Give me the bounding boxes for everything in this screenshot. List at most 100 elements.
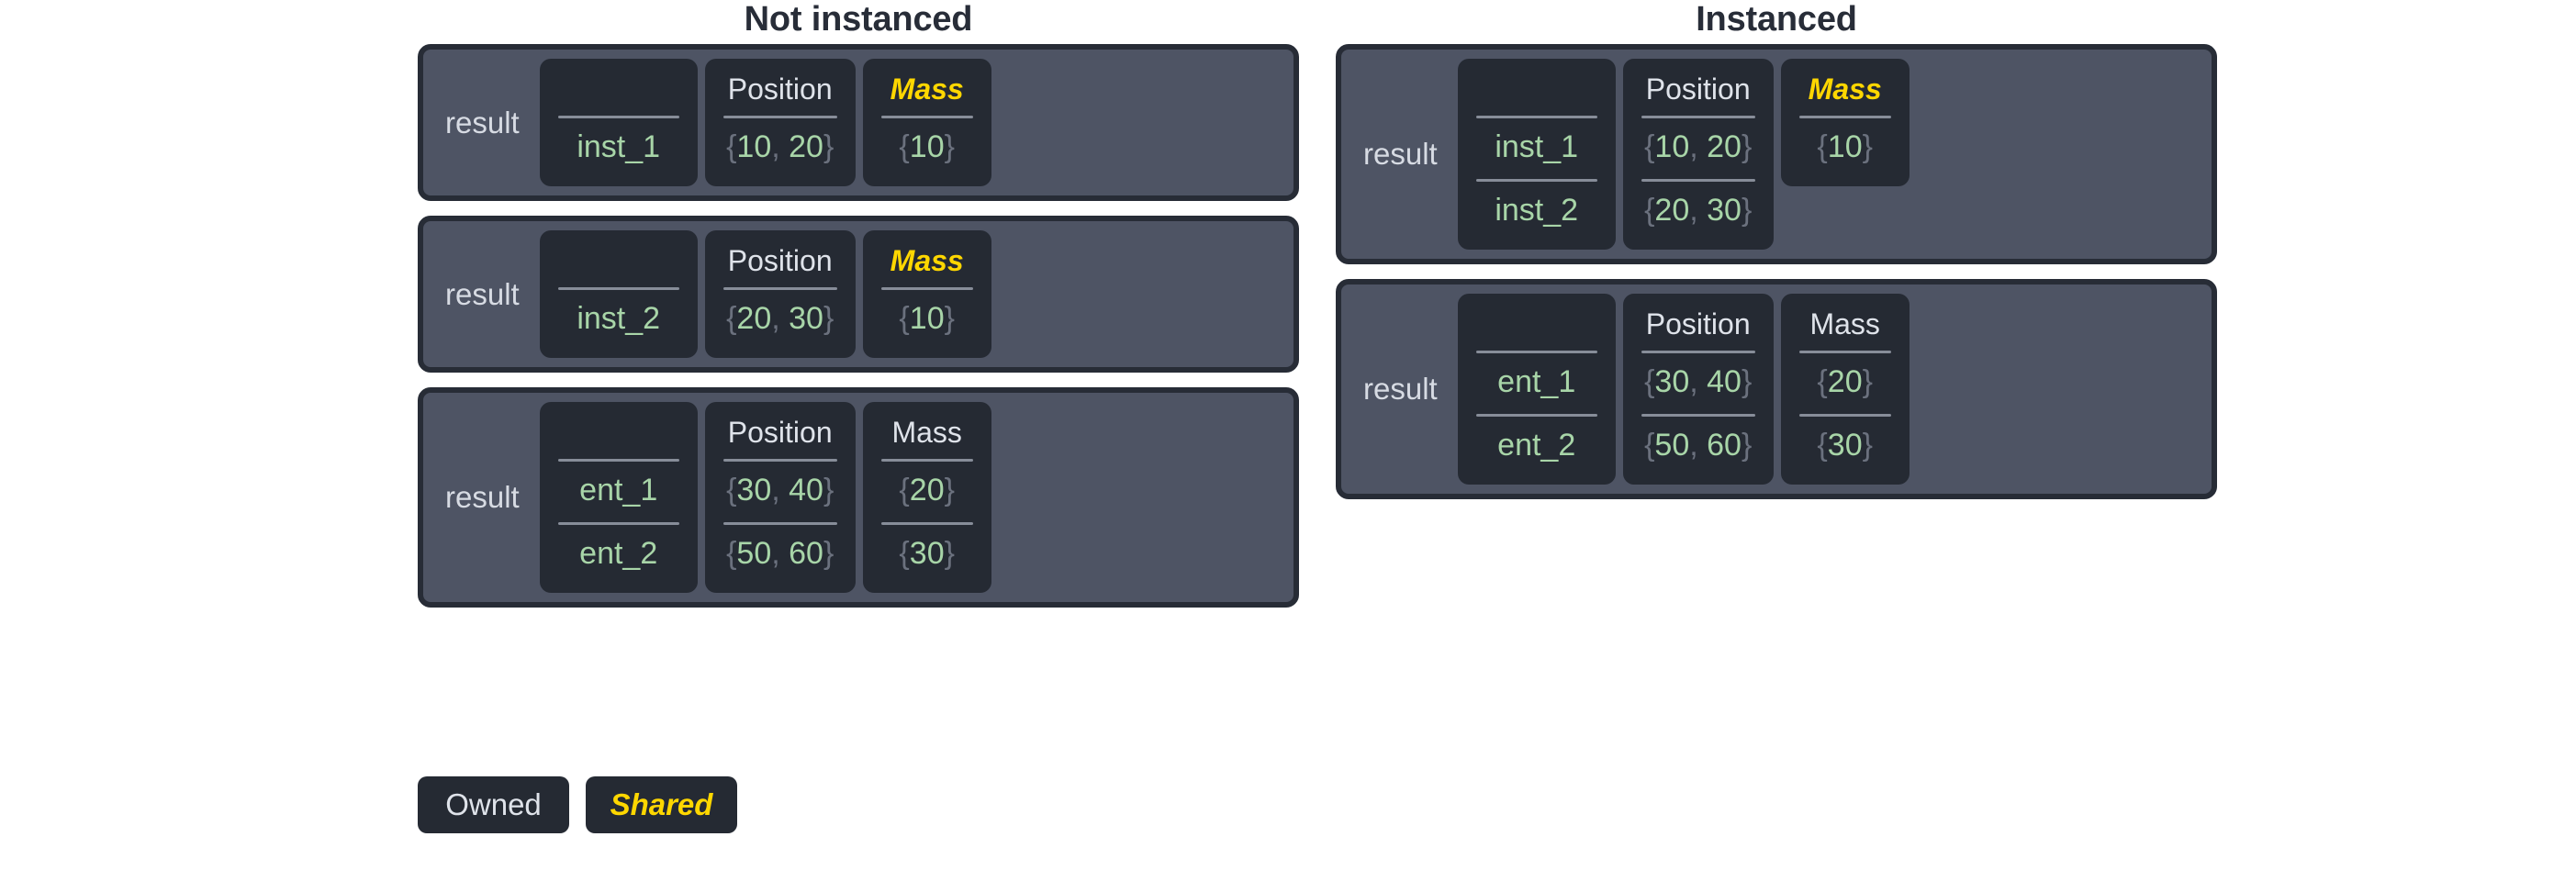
column-pos: Position {30, 40} {50, 60} <box>1622 294 1774 485</box>
legend: Owned Shared <box>418 776 737 833</box>
column-group: ent_1 ent_2 Position {30, 40} {50, 60} Mass {2… <box>539 402 1284 593</box>
result-label: result <box>445 480 520 514</box>
column-header <box>554 68 683 110</box>
row-divider <box>1475 116 1597 118</box>
table-cell: {10} <box>1817 129 1873 164</box>
row-divider <box>880 287 973 290</box>
row-divider <box>880 459 973 462</box>
table-cell: {10} <box>899 301 955 336</box>
column-group: inst_1 Position {10, 20} Mass {10} <box>539 59 1284 186</box>
table-cell: {30, 40} <box>726 473 834 508</box>
column-pos: Position {20, 30} <box>704 230 856 358</box>
column-header: Mass <box>891 416 962 449</box>
result-label: result <box>445 276 520 311</box>
table-cell: ent_1 <box>1497 364 1576 399</box>
table-cell: {50, 60} <box>1644 428 1753 463</box>
row-divider <box>1641 179 1755 182</box>
column-header <box>554 411 683 453</box>
column-mass: Mass {20} {30} <box>1780 294 1910 485</box>
column-header: Mass <box>890 244 964 277</box>
row-divider <box>722 116 837 118</box>
column-header: Mass <box>1809 307 1880 340</box>
column-group: ent_1 ent_2 Position {30, 40} {50, 60} Mass {2… <box>1457 294 2202 485</box>
column-group: inst_2 Position {20, 30} Mass {10} <box>539 230 1284 358</box>
column-header <box>1473 303 1601 345</box>
table-cell: {20, 30} <box>1644 193 1753 228</box>
result-panel: result ent_1 ent_2 Position {30, 40} {50, 60… <box>1336 279 2217 499</box>
table-cell: {20} <box>1817 364 1873 399</box>
column-name: ent_1 ent_2 <box>1457 294 1616 485</box>
column-pos: Position {10, 20} <box>704 59 856 186</box>
table-cell: {10, 20} <box>1644 129 1753 164</box>
column-name: inst_2 <box>539 230 698 358</box>
row-divider <box>557 522 679 525</box>
column-header: Position <box>727 416 833 449</box>
table-cell: {10} <box>899 129 955 164</box>
row-divider <box>1798 116 1891 118</box>
result-label: result <box>445 105 520 139</box>
legend-chip-shared: Shared <box>586 776 737 833</box>
column-name: inst_1 inst_2 <box>1457 59 1616 250</box>
table-cell: {30} <box>1817 428 1873 463</box>
row-divider <box>1641 414 1755 417</box>
result-label: result <box>1363 372 1438 406</box>
table-cell: ent_2 <box>579 536 658 571</box>
table-cell: ent_2 <box>1497 428 1576 463</box>
column-pos: Position {30, 40} {50, 60} <box>704 402 856 593</box>
table-cell: {30, 40} <box>1644 364 1753 399</box>
table-cell: inst_2 <box>1495 193 1579 228</box>
row-divider <box>557 287 679 290</box>
table-cell: {30} <box>899 536 955 571</box>
row-divider <box>1641 116 1755 118</box>
table-cell: inst_2 <box>577 301 661 336</box>
section-title-not-instanced: Not instanced <box>744 0 973 39</box>
column-header <box>554 240 683 282</box>
result-panel: result inst_1 Position {10, 20} Mass {10} <box>418 44 1299 201</box>
row-divider <box>722 522 837 525</box>
column-group: inst_1 inst_2 Position {10, 20} {20, 30} Mass… <box>1457 59 2202 250</box>
column-mass: Mass {10} <box>862 230 991 358</box>
table-cell: inst_1 <box>1495 129 1579 164</box>
result-panel: result inst_2 Position {20, 30} Mass {10} <box>418 216 1299 373</box>
column-header: Position <box>727 244 833 277</box>
result-label: result <box>1363 137 1438 171</box>
row-divider <box>880 522 973 525</box>
row-divider <box>1475 414 1597 417</box>
row-divider <box>880 116 973 118</box>
table-cell: ent_1 <box>579 473 658 508</box>
section-title-instanced: Instanced <box>1696 0 1857 39</box>
column-mass: Mass {20} {30} <box>862 402 991 593</box>
row-divider <box>1475 351 1597 353</box>
column-header: Position <box>1645 72 1751 106</box>
column-header: Mass <box>890 72 964 106</box>
row-divider <box>1798 414 1891 417</box>
table-cell: inst_1 <box>577 129 661 164</box>
row-divider <box>722 287 837 290</box>
row-divider <box>1798 351 1891 353</box>
column-header: Position <box>727 72 833 106</box>
column-name: inst_1 <box>539 59 698 186</box>
legend-chip-owned: Owned <box>418 776 569 833</box>
column-mass: Mass{10} <box>1780 59 1910 186</box>
column-header: Position <box>1645 307 1751 340</box>
row-divider <box>1475 179 1597 182</box>
result-panel: result inst_1 inst_2 Position {10, 20} {20, … <box>1336 44 2217 264</box>
row-divider <box>1641 351 1755 353</box>
table-cell: {10, 20} <box>726 129 834 164</box>
result-panel: result ent_1 ent_2 Position {30, 40} {50, 60… <box>418 387 1299 608</box>
column-name: ent_1 ent_2 <box>539 402 698 593</box>
table-cell: {20, 30} <box>726 301 834 336</box>
table-cell: {50, 60} <box>726 536 834 571</box>
row-divider <box>557 459 679 462</box>
table-cell: {20} <box>899 473 955 508</box>
column-pos: Position {10, 20} {20, 30} <box>1622 59 1774 250</box>
row-divider <box>722 459 837 462</box>
column-header <box>1473 68 1601 110</box>
row-divider <box>557 116 679 118</box>
column-mass: Mass {10} <box>862 59 991 186</box>
